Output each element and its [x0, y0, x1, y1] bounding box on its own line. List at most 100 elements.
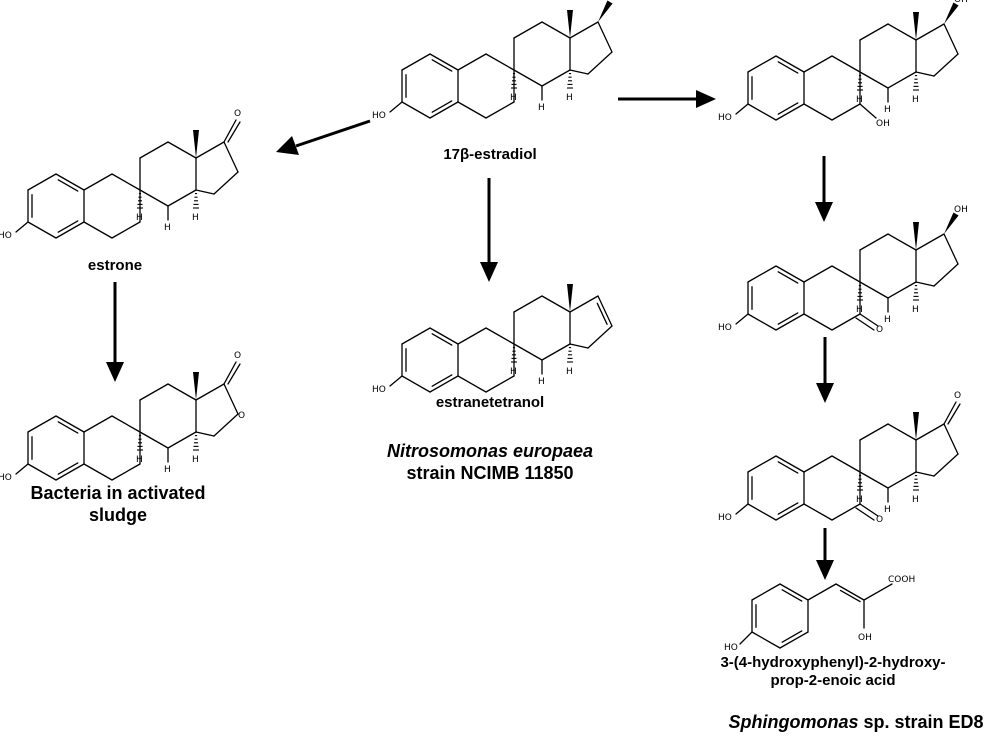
bond: [747, 455, 777, 473]
bond: [55, 463, 85, 481]
ho-label: HO: [372, 385, 386, 395]
bond: [111, 415, 141, 433]
oh-label: OH: [608, 0, 622, 3]
oh-label: OH: [858, 633, 872, 643]
bond: [513, 69, 543, 87]
bond: [485, 53, 515, 71]
bond: [887, 281, 917, 299]
bond: [803, 103, 833, 121]
bond: [835, 583, 865, 601]
bond: [139, 431, 169, 449]
bond: [777, 461, 799, 474]
bond: [915, 281, 935, 287]
h-atom: H: [566, 367, 573, 377]
wedge-bond: [913, 412, 919, 440]
bond: [735, 313, 749, 325]
bond: [831, 313, 861, 331]
h-atom: H: [538, 103, 545, 113]
bond: [139, 383, 169, 401]
ho-label: HO: [0, 473, 12, 483]
h-atom: H: [856, 495, 863, 505]
wedge-bond: [193, 130, 199, 158]
o-ring-label: O: [238, 411, 245, 421]
bond: [831, 55, 861, 73]
bond: [227, 363, 241, 385]
bond: [747, 313, 777, 331]
bond: [751, 583, 781, 601]
bond: [431, 374, 453, 387]
bond: [513, 295, 543, 313]
bond: [139, 141, 169, 159]
bond: [887, 233, 917, 251]
bond: [735, 103, 749, 115]
bond: [27, 173, 57, 191]
bond: [431, 100, 453, 113]
bond: [779, 631, 809, 649]
bond: [111, 221, 141, 239]
o-label: O: [234, 109, 241, 119]
label-estrone: estrone: [87, 257, 143, 274]
bond: [195, 383, 225, 401]
bond: [855, 507, 875, 521]
bond: [431, 59, 453, 72]
sphingomonas-genus: Sphingomonas: [728, 712, 859, 732]
oh-label: OH: [954, 0, 968, 5]
arrow-keto-to-estrone-keto: [816, 337, 834, 403]
h-atom: H: [912, 95, 919, 105]
label-activated-sludge: Bacteria in activated sludge: [18, 482, 218, 526]
bond: [83, 173, 113, 191]
bond: [831, 503, 861, 521]
bond: [223, 383, 239, 415]
bond: [915, 233, 945, 251]
bond: [15, 221, 29, 233]
bond: [859, 23, 889, 41]
bond: [83, 463, 113, 481]
bond: [401, 327, 431, 345]
h-atom: H: [510, 93, 517, 103]
label-sphingomonas: Sphingomonas sp. strain ED8: [716, 711, 996, 733]
bond: [213, 171, 239, 195]
arrow-estradiol-to-estrone: [276, 119, 371, 155]
h-atom: H: [192, 213, 199, 223]
bond: [859, 281, 889, 299]
bond: [569, 295, 599, 313]
bond: [747, 103, 777, 121]
bond: [429, 53, 459, 71]
wedge-bond: [913, 12, 919, 40]
h-atom: H: [164, 223, 171, 233]
bond: [887, 423, 917, 441]
bond: [777, 502, 799, 515]
bond: [943, 423, 959, 455]
o-label: O: [234, 351, 241, 361]
bond: [775, 103, 805, 121]
ho-label: HO: [718, 513, 732, 523]
bond: [777, 312, 799, 325]
bond: [596, 302, 608, 325]
oh-label: OH: [876, 119, 890, 129]
bond: [429, 375, 459, 393]
bond: [195, 141, 225, 159]
h-atom: H: [912, 305, 919, 315]
bond: [513, 21, 543, 39]
label-17b-estradiol: 17β-estradiol: [443, 146, 537, 163]
bond: [915, 423, 945, 441]
bond: [781, 630, 803, 643]
bond: [587, 325, 613, 349]
o-label: O: [876, 325, 883, 335]
arrow-hydroxy-to-keto: [815, 156, 833, 222]
bond: [781, 589, 803, 602]
bond: [859, 503, 879, 517]
bond: [569, 343, 589, 349]
bond: [747, 503, 777, 521]
bond: [213, 413, 239, 437]
arrow-estradiol-to-estranetetranol: [480, 178, 498, 282]
bond: [775, 313, 805, 331]
bond: [223, 361, 237, 385]
wedge-bond: [944, 212, 959, 234]
nitrosomonas-strain: strain NCIMB 11850: [406, 463, 574, 483]
